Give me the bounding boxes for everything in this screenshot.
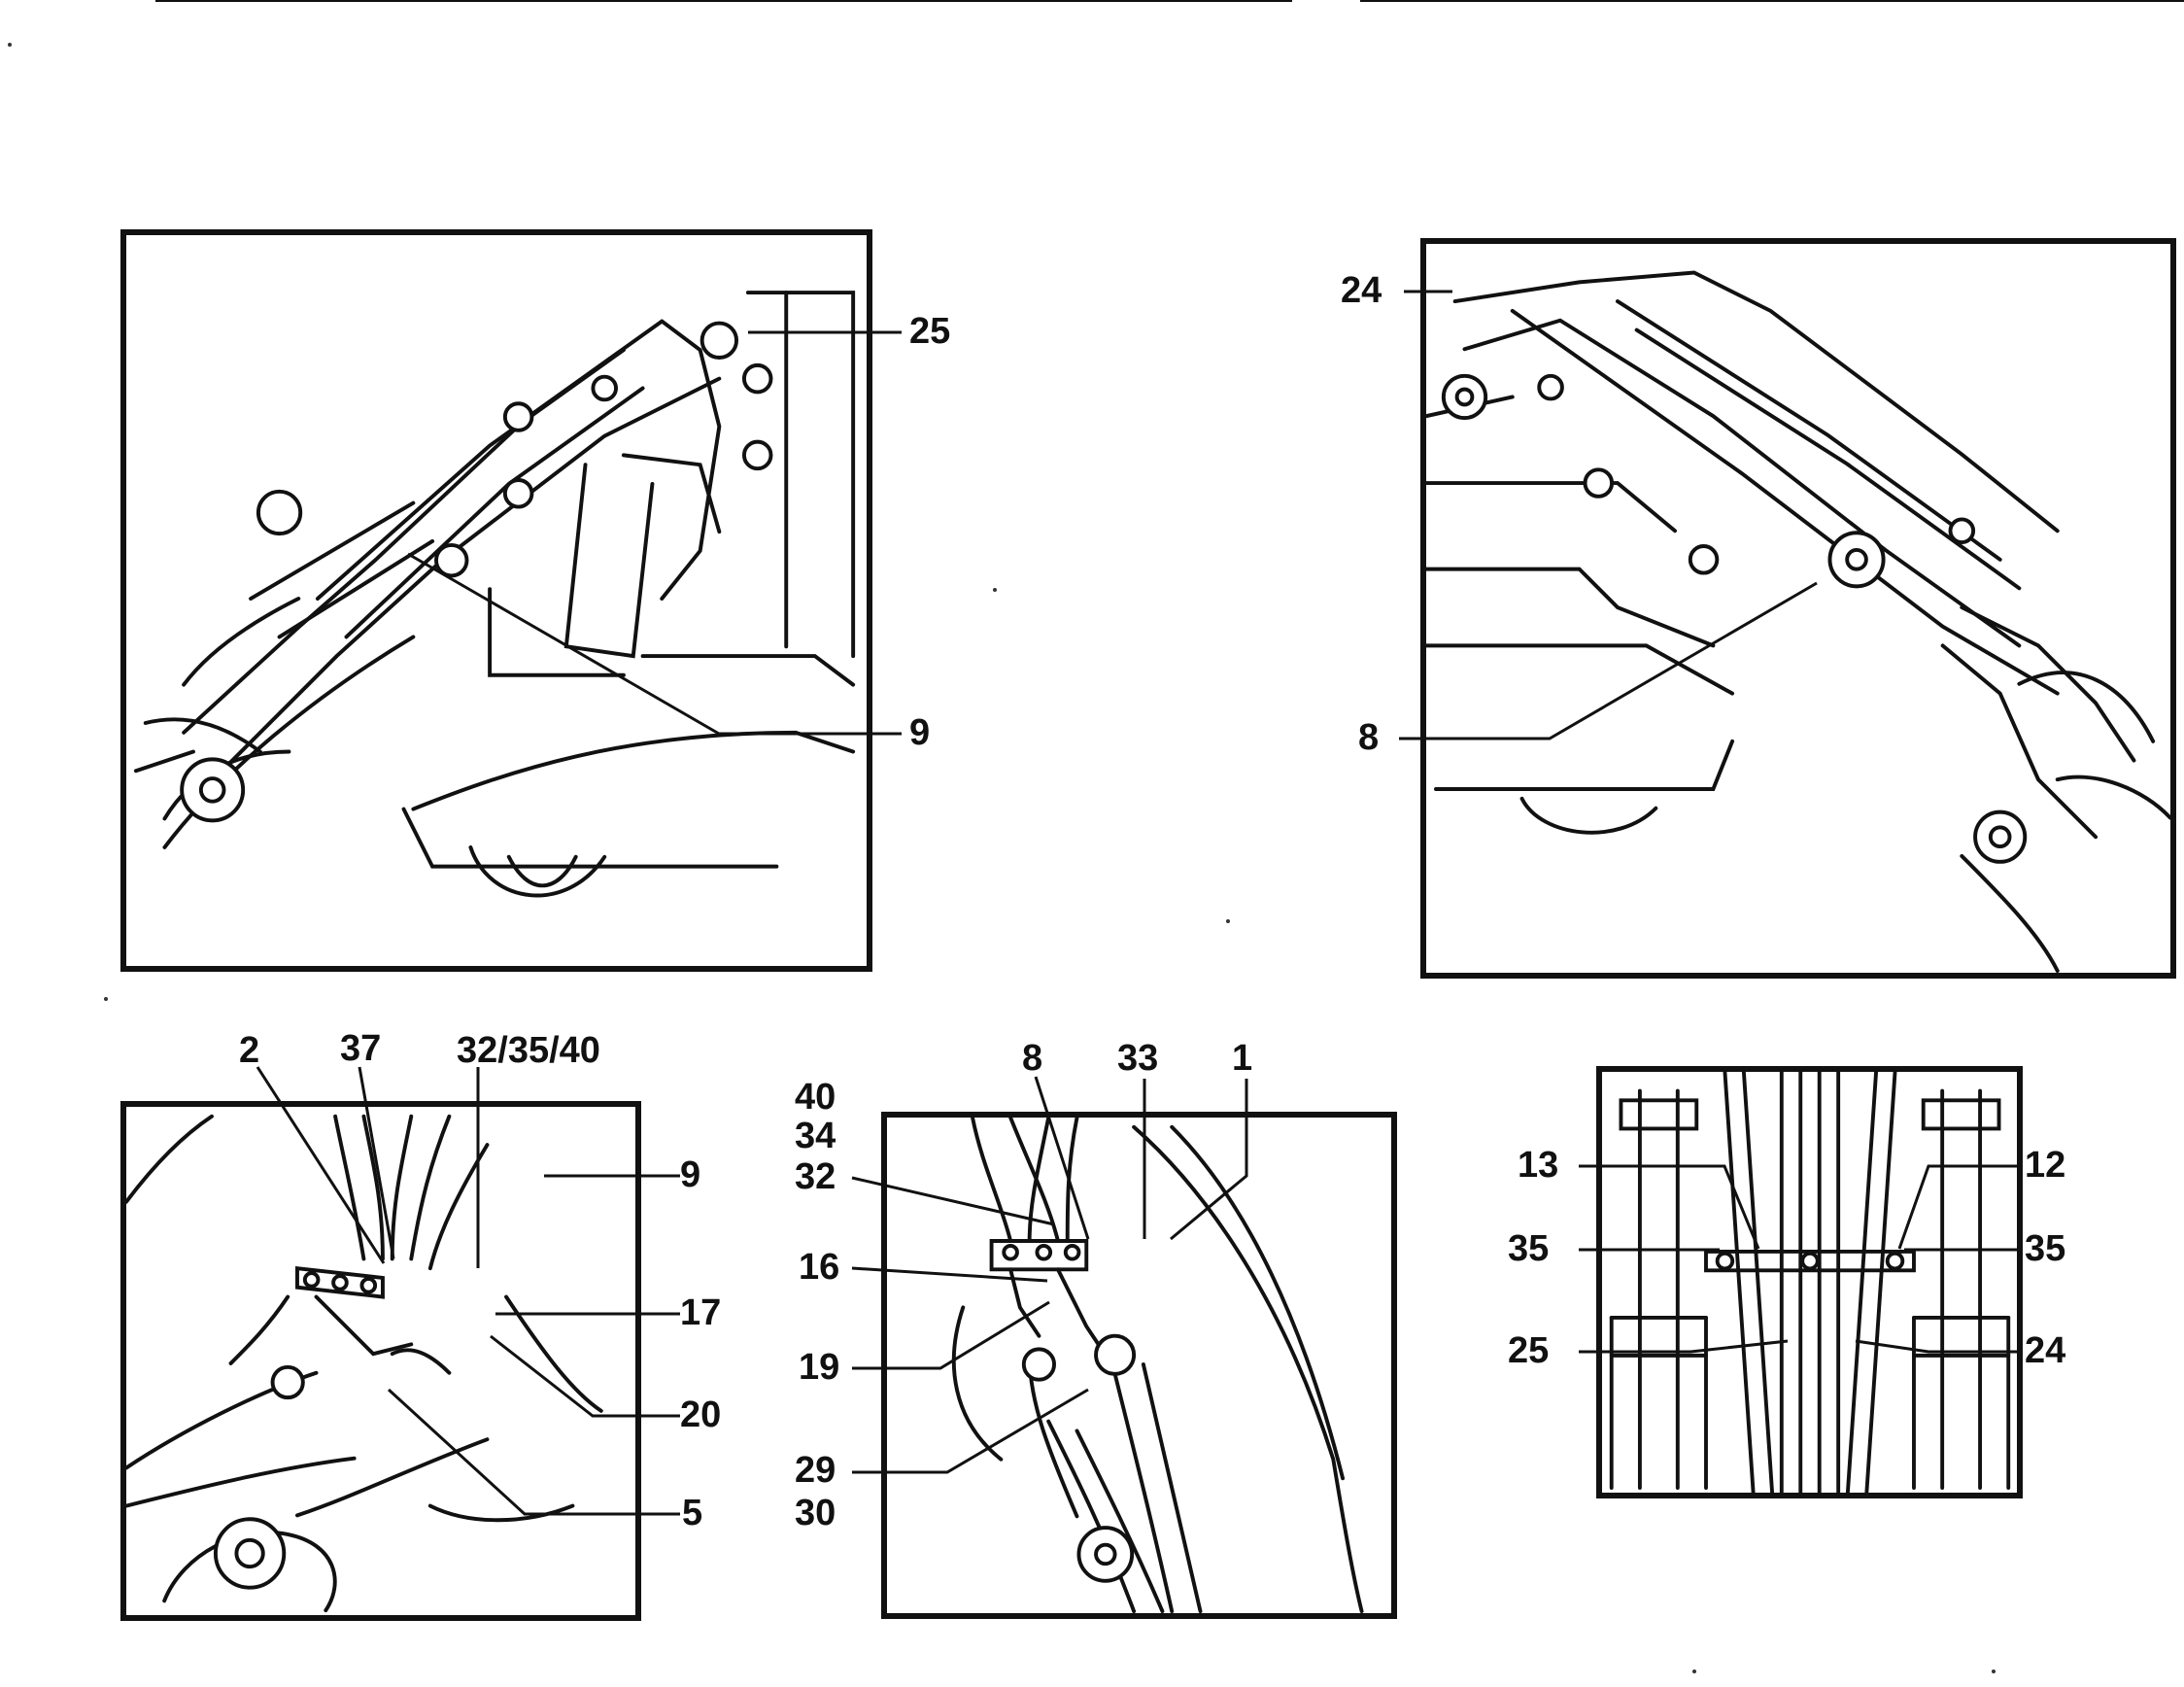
callout-label: 32/35/40 (457, 1030, 600, 1071)
callout-label: 12 (2025, 1145, 2066, 1186)
callout-label: 5 (682, 1493, 703, 1533)
callout-label: 29 (795, 1450, 836, 1491)
panel-boom-right-view (1420, 238, 2176, 979)
clamp-center-illustration (951, 1118, 1364, 1613)
callout-label: 35 (1508, 1228, 1550, 1269)
scan-speck (1692, 1670, 1696, 1673)
callout-label: 34 (795, 1116, 836, 1156)
top-rule-left (155, 0, 1292, 2)
scan-speck (8, 43, 12, 47)
scan-speck (1226, 919, 1230, 923)
scan-speck (104, 997, 108, 1001)
callout-label: 16 (799, 1247, 840, 1288)
boom-left-illustration (133, 291, 856, 898)
top-rule-right (1360, 0, 2184, 2)
callout-label: 40 (795, 1077, 836, 1118)
callout-label: 2 (239, 1030, 260, 1071)
callout-label: 30 (795, 1493, 836, 1533)
callout-label: 24 (1341, 270, 1382, 311)
callout-label: 20 (680, 1394, 722, 1435)
boom-right-illustration (1426, 270, 2170, 973)
callout-label: 9 (909, 712, 931, 753)
callout-label: 8 (1022, 1038, 1043, 1079)
callout-label: 9 (680, 1154, 701, 1195)
clamp-right-illustration (1609, 1072, 2011, 1493)
callout-label: 24 (2025, 1330, 2066, 1371)
callout-label: 17 (680, 1292, 722, 1333)
callout-label: 8 (1358, 717, 1380, 758)
callout-label: 25 (1508, 1330, 1550, 1371)
clamp-left-illustration (126, 1114, 603, 1613)
callout-label: 37 (340, 1028, 382, 1069)
callout-label: 13 (1518, 1145, 1559, 1186)
scan-speck (993, 588, 997, 592)
callout-label: 1 (1232, 1038, 1253, 1079)
callout-label: 32 (795, 1156, 836, 1197)
panel-boom-left-view (120, 229, 872, 972)
callout-label: 19 (799, 1347, 840, 1388)
panel-clamp-detail-left (120, 1101, 641, 1621)
callout-label: 25 (909, 311, 951, 352)
scan-speck (1992, 1670, 1996, 1673)
callout-label: 35 (2025, 1228, 2066, 1269)
callout-label: 33 (1117, 1038, 1159, 1079)
panel-clamp-detail-center (881, 1112, 1397, 1619)
panel-clamp-detail-right (1596, 1066, 2023, 1498)
